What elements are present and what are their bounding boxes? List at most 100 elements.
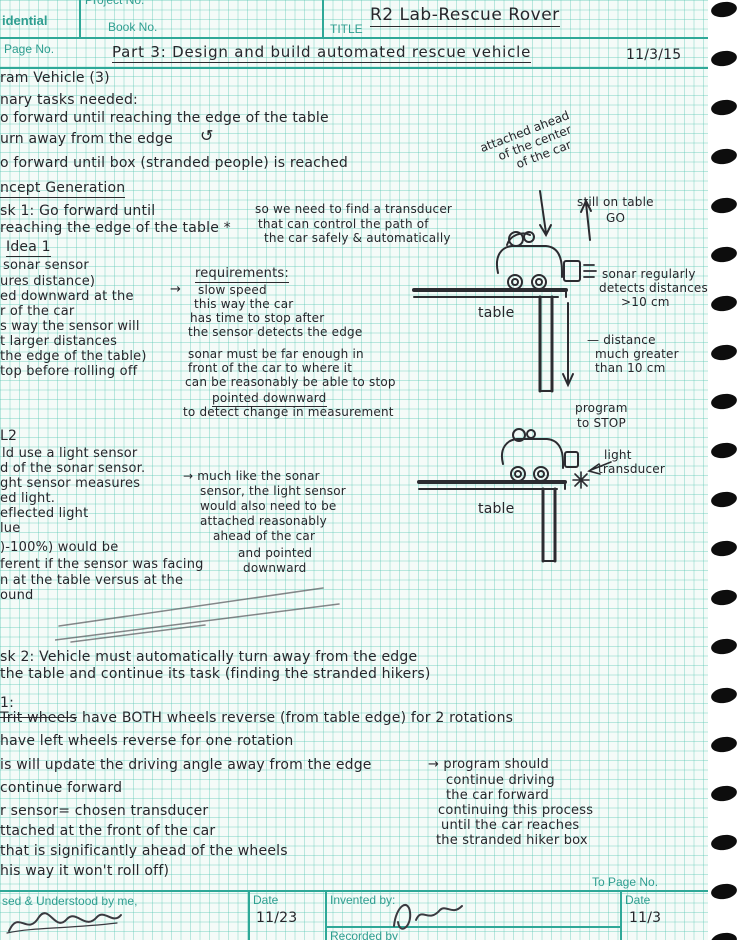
note-line: )-100%) would be	[0, 540, 119, 555]
note-line: ed downward at the	[0, 289, 134, 304]
note-line: continue forward	[0, 780, 123, 796]
idea-label: 1:	[0, 695, 15, 711]
note-line: → program should	[428, 757, 549, 772]
note-line: slow speed	[198, 283, 267, 297]
note-line: have left wheels reverse for one rotatio…	[0, 733, 294, 749]
footer-rule	[0, 890, 708, 892]
note-line: top before rolling off	[0, 364, 138, 379]
invented-by-label: Invented by:	[330, 893, 396, 907]
note-line: ttached at the front of the car	[0, 823, 216, 839]
pointed-downward-note: pointed downward	[212, 391, 327, 407]
note-line: ures distance)	[0, 274, 96, 289]
note-line: to STOP	[577, 416, 626, 430]
note-line: have BOTH wheels reverse (from table edg…	[82, 710, 514, 726]
recorded-by-label: Recorded by	[330, 929, 399, 940]
note-line: downward	[243, 561, 307, 575]
notebook-title: R2 Lab-Rescue Rover	[370, 5, 560, 27]
note-line: program	[575, 401, 628, 415]
note-line: ferent if the sensor was facing	[0, 557, 204, 572]
confidential-label: idential	[2, 13, 48, 28]
note-line: this way the car	[194, 297, 294, 311]
note-line: would also need to be	[200, 499, 337, 513]
note-line: sonar regularly	[602, 267, 696, 281]
binding-hole	[709, 245, 739, 264]
note-line: to detect change in measurement	[183, 405, 394, 419]
to-page-no-label: To Page No.	[592, 875, 659, 889]
binding-hole	[709, 294, 739, 313]
note-line: the edge of the table)	[0, 349, 147, 364]
header-rule-1	[0, 37, 708, 39]
requirements-heading: requirements:	[195, 266, 289, 283]
page-subtitle: Part 3: Design and build automated rescu…	[112, 43, 532, 63]
turn-arrow-doodle: ↺	[200, 126, 214, 145]
page-no-label: Page No.	[4, 42, 55, 56]
binding-hole	[709, 686, 739, 705]
footer-inner-rule	[325, 926, 620, 928]
binding-hole	[709, 98, 739, 117]
note-line: d of the sonar sensor.	[0, 461, 146, 476]
note-line: continuing this process	[438, 803, 594, 818]
note-line: that can control the path of	[258, 217, 429, 231]
binding-hole	[709, 588, 739, 607]
binding-hole	[709, 833, 739, 852]
light-car-table-sketch	[417, 428, 612, 563]
binding-hole	[709, 343, 739, 362]
binding-hole	[709, 490, 739, 509]
project-no-label: Project No.	[85, 0, 145, 7]
note-line: eflected light	[0, 506, 89, 521]
date-label: Date	[625, 893, 651, 907]
entry-date: 11/3/15	[626, 47, 682, 63]
note-line: continue driving	[446, 773, 555, 788]
note-line: the car forward	[446, 788, 549, 803]
note-line: n at the table versus at the	[0, 573, 184, 588]
note-line: → much like the sonar	[183, 469, 320, 483]
binding-hole	[709, 539, 739, 558]
note-line: t larger distances	[0, 334, 118, 349]
note-line: s way the sensor will	[0, 319, 140, 334]
footer-divider-2	[325, 890, 327, 940]
header-divider-1	[79, 0, 81, 37]
note-line: o forward until reaching the edge of the…	[0, 110, 329, 126]
note-line: nary tasks needed:	[0, 92, 138, 108]
date-label: Date	[253, 893, 279, 907]
binding-hole	[709, 931, 739, 940]
concept-heading: ncept Generation	[0, 180, 126, 198]
note-line: the sensor detects the edge	[188, 325, 363, 339]
note-line: front of the car to where it	[188, 361, 353, 375]
note-line: much greater	[595, 347, 679, 361]
binding-hole	[709, 735, 739, 754]
task1-line: reaching the edge of the table *	[0, 220, 231, 236]
note-line: sensor, the light sensor	[200, 484, 346, 498]
note-line: ed light.	[0, 491, 56, 506]
task2-line: the table and continue its task (finding…	[0, 666, 431, 682]
title-label: TITLE	[330, 22, 363, 36]
binding-hole	[709, 196, 739, 215]
book-no-label: Book No.	[108, 20, 158, 34]
note-line: — distance	[587, 333, 656, 347]
witness-date: 11/23	[256, 910, 298, 926]
go-note: GO	[606, 211, 626, 225]
note-line: until the car reaches	[441, 818, 580, 833]
table-label: table	[478, 501, 515, 517]
arrow-doodle: →	[170, 282, 182, 297]
note-line: attached reasonably	[200, 514, 327, 528]
note-line: ram Vehicle (3)	[0, 70, 110, 86]
note-line: sonar sensor	[3, 258, 89, 273]
binding-hole	[709, 392, 739, 411]
note-line: the car safely & automatically	[264, 231, 451, 245]
note-line: detects distances	[599, 281, 708, 295]
binding-hole	[709, 441, 739, 460]
note-line: can be reasonably be able to stop	[185, 375, 396, 389]
header-divider-2	[322, 0, 324, 37]
note-line: >10 cm	[621, 295, 670, 309]
note-line: than 10 cm	[595, 361, 666, 375]
idea2-heading: L2	[0, 428, 18, 444]
binding-hole	[709, 882, 739, 901]
note-line: has time to stop after	[190, 311, 325, 325]
scribble-lines	[55, 587, 340, 643]
note-line: ght sensor measures	[0, 476, 141, 491]
header-rule-2	[0, 67, 708, 69]
note-line: urn away from the edge	[0, 131, 173, 147]
